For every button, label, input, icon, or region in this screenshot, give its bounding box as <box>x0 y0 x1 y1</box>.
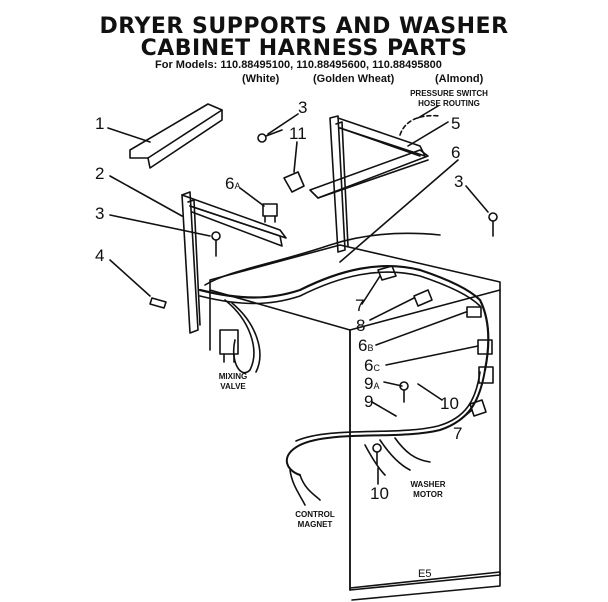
callout-6b: 6B <box>358 336 373 356</box>
variant-golden-wheat: (Golden Wheat) <box>313 73 395 85</box>
leader-9 <box>371 401 397 417</box>
variant-almond: (Almond) <box>435 73 484 85</box>
callout-7-right: 7 <box>453 424 463 443</box>
top-crossbar <box>309 149 429 199</box>
callout-6c-num: 6 <box>364 356 374 375</box>
connector-6b <box>466 306 482 318</box>
callout-3-top: 3 <box>298 98 308 117</box>
leader-9a <box>383 381 403 387</box>
leader-8 <box>369 297 415 321</box>
diagram-code: E5 <box>418 568 432 580</box>
leader-3-right <box>465 185 489 213</box>
clip-7-mid <box>377 265 397 281</box>
screw-10-bottom <box>372 443 382 453</box>
connector-6c <box>477 339 493 355</box>
callout-10-right: 10 <box>440 394 459 413</box>
callout-4: 4 <box>95 246 105 265</box>
model-numbers: For Models: 110.88495100, 110.88495600, … <box>155 59 442 71</box>
callout-9: 9 <box>364 392 374 411</box>
callout-9a-num: 9 <box>364 374 374 393</box>
cabinet-front-edge <box>349 289 501 331</box>
left-support-post <box>181 191 199 334</box>
callout-7-mid: 7 <box>355 296 365 315</box>
part-1-bracket <box>129 103 223 159</box>
label-pressure-line2: HOSE ROUTING <box>418 99 480 108</box>
diagram-subtitle: CABINET HARNESS PARTS <box>140 36 468 61</box>
label-pressure-line1: PRESSURE SWITCH <box>410 89 488 98</box>
cabinet-base <box>349 571 501 601</box>
leader-6b <box>375 311 467 346</box>
leader-4 <box>109 259 151 297</box>
leader-6a <box>239 187 265 207</box>
leader-11 <box>293 141 298 173</box>
leader-3-top <box>267 113 299 135</box>
callout-3-right: 3 <box>454 172 464 191</box>
callout-6c-sub: C <box>373 363 380 373</box>
callout-1: 1 <box>95 114 105 133</box>
callout-6a: 6A <box>225 174 240 194</box>
label-mixing-line2: VALVE <box>220 382 246 391</box>
connector-6a <box>262 203 278 217</box>
harness-control-magnet-leads <box>289 469 321 506</box>
label-motor-line1: WASHER <box>410 480 446 489</box>
label-mixing-line1: MIXING <box>218 372 248 381</box>
callout-3-left: 3 <box>95 204 105 223</box>
callout-6: 6 <box>451 143 461 162</box>
callout-6b-num: 6 <box>358 336 368 355</box>
callout-6a-sub: A <box>234 181 241 191</box>
leader-7-mid <box>361 275 381 305</box>
callout-9a-sub: A <box>373 381 380 391</box>
clip-8 <box>413 289 433 307</box>
callout-11: 11 <box>289 124 307 143</box>
harness-lower <box>285 369 486 476</box>
label-control-line1: CONTROL <box>295 510 335 519</box>
leader-5 <box>407 121 449 147</box>
leader-10-right <box>417 383 443 401</box>
callout-10-bottom: 10 <box>370 484 389 503</box>
harness-motor-leads <box>364 437 431 476</box>
callout-6a-num: 6 <box>225 174 235 193</box>
label-mixing-valve: MIXING VALVE <box>203 372 263 392</box>
clip-7-right <box>469 399 487 417</box>
leader-2 <box>109 175 183 217</box>
part-11-clip <box>283 171 305 193</box>
screw-3-top <box>257 133 267 143</box>
label-control-line2: MAGNET <box>297 520 333 529</box>
leader-pressure <box>417 105 439 119</box>
diagram-title: DRYER SUPPORTS AND WASHER <box>99 14 509 39</box>
label-pressure-switch-hose-routing: PRESSURE SWITCH HOSE ROUTING <box>394 89 504 109</box>
callout-6c: 6C <box>364 356 380 376</box>
right-support-rail <box>337 117 426 157</box>
pressure-hose <box>399 114 441 136</box>
mixing-valve <box>219 329 239 355</box>
leader-6c <box>385 345 479 366</box>
label-motor-line2: MOTOR <box>413 490 443 499</box>
right-support-post <box>329 115 346 253</box>
harness-upper-run <box>204 232 441 286</box>
callout-6b-sub: B <box>367 343 374 353</box>
leader-1 <box>107 127 151 143</box>
variant-white: (White) <box>242 73 280 85</box>
label-washer-motor: WASHER MOTOR <box>398 480 458 500</box>
leader-7-right <box>459 409 473 421</box>
leader-6 <box>339 159 459 263</box>
screw-3-right <box>488 212 498 222</box>
callout-9a: 9A <box>364 374 379 394</box>
harness-main <box>198 264 490 372</box>
callout-8: 8 <box>356 316 366 335</box>
screw-3-left <box>211 231 221 241</box>
screw-4 <box>149 297 167 309</box>
leader-3-left <box>109 214 211 237</box>
callout-2: 2 <box>95 164 105 183</box>
callout-5: 5 <box>451 114 461 133</box>
label-control-magnet: CONTROL MAGNET <box>280 510 350 530</box>
